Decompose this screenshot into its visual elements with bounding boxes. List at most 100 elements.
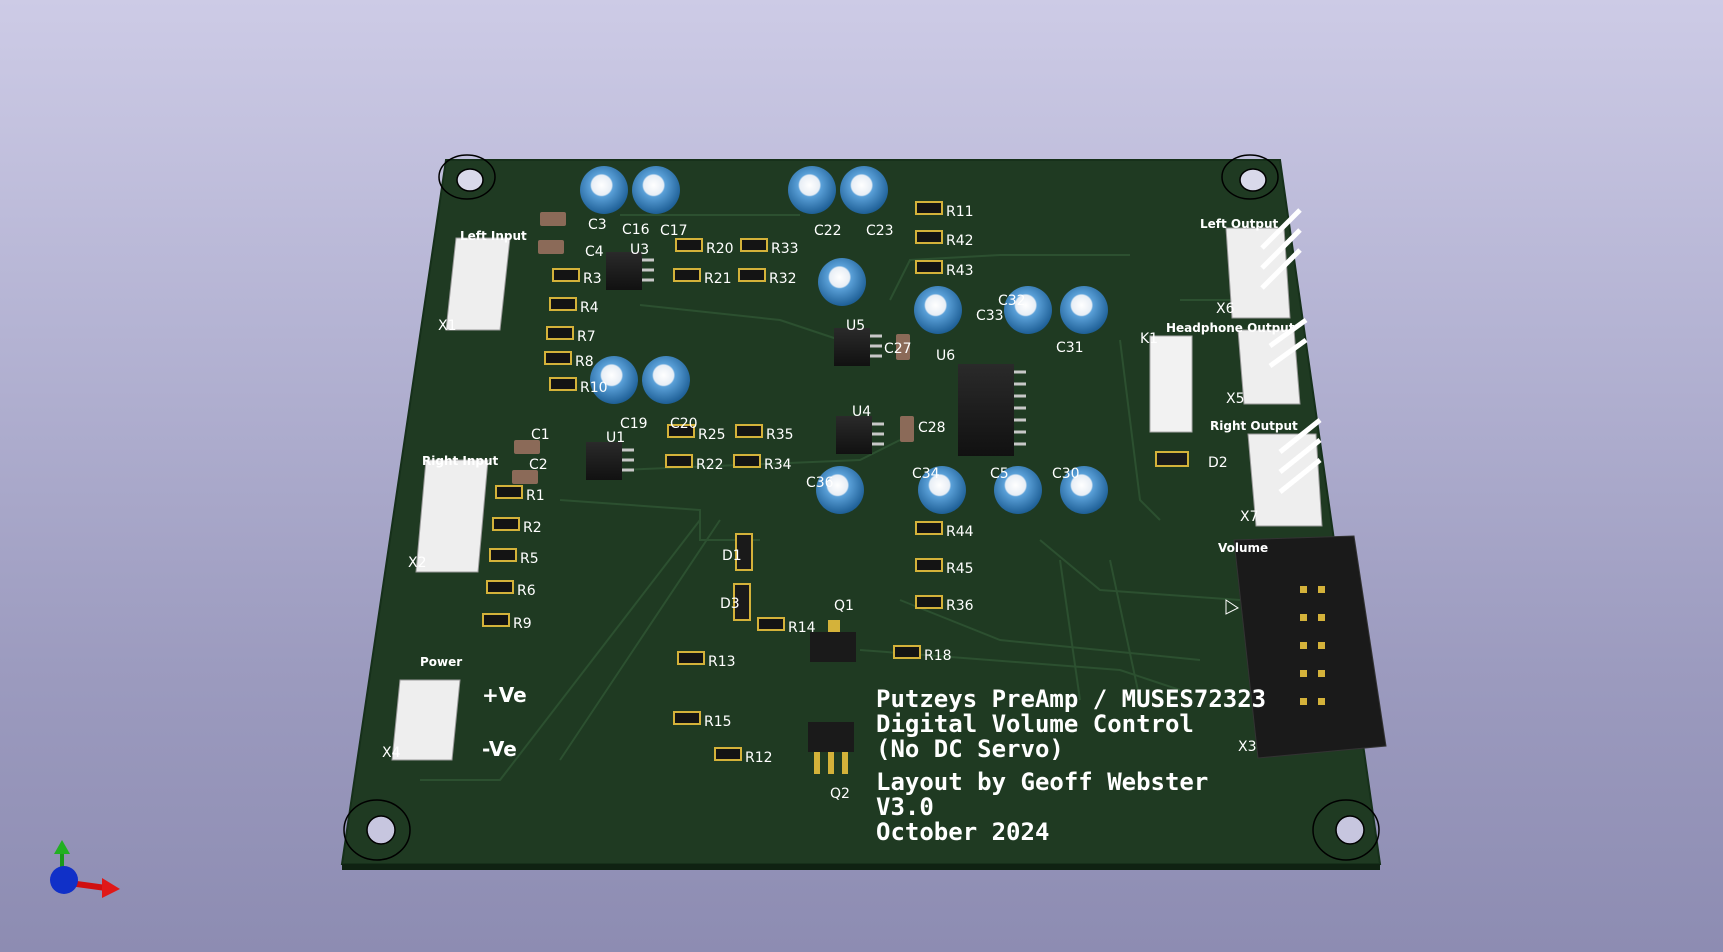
title-line-4: Layout by Geoff Webster	[876, 768, 1208, 796]
ref-x7: X7	[1240, 509, 1259, 525]
label-volume: Volume	[1218, 541, 1268, 555]
label-left-input: Left Input	[460, 229, 527, 243]
title-line-6: October 2024	[876, 818, 1049, 846]
ref-u3: U3	[630, 242, 649, 258]
label-minus-ve: -Ve	[482, 737, 517, 761]
ref-c22: C22	[814, 223, 842, 239]
ref-r42: R42	[946, 233, 974, 249]
label-right-output: Right Output	[1210, 419, 1298, 433]
ref-c23: C23	[866, 223, 894, 239]
ref-c32: C32	[998, 293, 1026, 309]
title-line-1: Putzeys PreAmp / MUSES72323	[876, 685, 1266, 713]
ref-r4: R4	[580, 300, 599, 316]
ref-c3: C3	[588, 217, 607, 233]
resistor-body-r33	[740, 238, 768, 252]
resistor-body-r18	[893, 645, 921, 659]
ref-x4: X4	[382, 745, 401, 761]
ref-c27: C27	[884, 341, 912, 357]
ref-r18: R18	[924, 648, 952, 664]
ref-r5: R5	[520, 551, 539, 567]
ref-u4: U4	[852, 404, 871, 420]
resistor-body-r43	[915, 260, 943, 274]
mounting-holes	[343, 154, 1380, 861]
ref-r2: R2	[523, 520, 542, 536]
resistor-body-r14	[757, 617, 785, 631]
ref-x6: X6	[1216, 301, 1235, 317]
ref-r45: R45	[946, 561, 974, 577]
ref-q2: Q2	[830, 786, 850, 802]
ref-r8: R8	[575, 354, 594, 370]
ref-r34: R34	[764, 457, 792, 473]
resistor-body-r12	[714, 747, 742, 761]
ref-c4: C4	[585, 244, 604, 260]
resistor-body-r35	[735, 424, 763, 438]
volume-header-x3	[1225, 535, 1387, 759]
ref-u1: U1	[606, 430, 625, 446]
resistor-body-r11	[915, 201, 943, 215]
label-plus-ve: +Ve	[482, 683, 527, 707]
resistor-body-r20	[675, 238, 703, 252]
ref-r43: R43	[946, 263, 974, 279]
ref-c19: C19	[620, 416, 648, 432]
ref-c36: C36	[806, 475, 834, 491]
resistor-body-r9	[482, 613, 510, 627]
resistor-body-r45	[915, 558, 943, 572]
board-title-block: Putzeys PreAmp / MUSES72323 Digital Volu…	[876, 685, 1266, 846]
ref-r9: R9	[513, 616, 532, 632]
ref-r20: R20	[706, 241, 734, 257]
label-right-input: Right Input	[422, 454, 499, 468]
resistor-body-r7	[546, 326, 574, 340]
ref-c2: C2	[529, 457, 548, 473]
ref-c34: C34	[912, 466, 940, 482]
resistor-body-r22	[665, 454, 693, 468]
ref-r22: R22	[696, 457, 724, 473]
ref-r11: R11	[946, 204, 974, 220]
resistor-body-r8	[544, 351, 572, 365]
ref-u6: U6	[936, 348, 955, 364]
label-power: Power	[420, 655, 462, 669]
ref-u5: U5	[846, 318, 865, 334]
resistor-body-r34	[733, 454, 761, 468]
ref-q1: Q1	[834, 598, 854, 614]
ref-r1: R1	[526, 488, 545, 504]
ref-r14: R14	[788, 620, 816, 636]
ref-c30: C30	[1052, 466, 1080, 482]
ref-r32: R32	[769, 271, 797, 287]
title-line-5: V3.0	[876, 793, 934, 821]
resistor-body-r36	[915, 595, 943, 609]
diodes	[733, 451, 1189, 621]
ref-d1: D1	[722, 548, 742, 564]
ref-r13: R13	[708, 654, 736, 670]
pcb-edge	[342, 864, 1380, 870]
connector-pins	[1260, 208, 1322, 494]
ref-d3: D3	[720, 596, 740, 612]
ref-c31: C31	[1056, 340, 1084, 356]
resistor-body-r4	[549, 297, 577, 311]
ref-r12: R12	[745, 750, 773, 766]
ref-r3: R3	[583, 271, 602, 287]
relay-k1	[1149, 335, 1193, 433]
resistor-body-r6	[486, 580, 514, 594]
resistor-body-r32	[738, 268, 766, 282]
ref-r21: R21	[704, 271, 732, 287]
ref-r15: R15	[704, 714, 732, 730]
ref-c16: C16	[622, 222, 650, 238]
label-headphone-output: Headphone Output	[1166, 321, 1295, 335]
ref-c5: C5	[990, 466, 1009, 482]
ceramic-capacitors	[512, 212, 914, 484]
resistor-body-r15	[673, 711, 701, 725]
ref-r6: R6	[517, 583, 536, 599]
resistor-body-r21	[673, 268, 701, 282]
label-left-output: Left Output	[1200, 217, 1279, 231]
ref-c28: C28	[918, 420, 946, 436]
ref-x3: X3	[1238, 739, 1257, 755]
ref-r35: R35	[766, 427, 794, 443]
ref-d2: D2	[1208, 455, 1228, 471]
resistor-body-r42	[915, 230, 943, 244]
ref-c17: C17	[660, 223, 688, 239]
smd-resistors	[482, 201, 943, 761]
copper-traces	[420, 214, 1260, 781]
